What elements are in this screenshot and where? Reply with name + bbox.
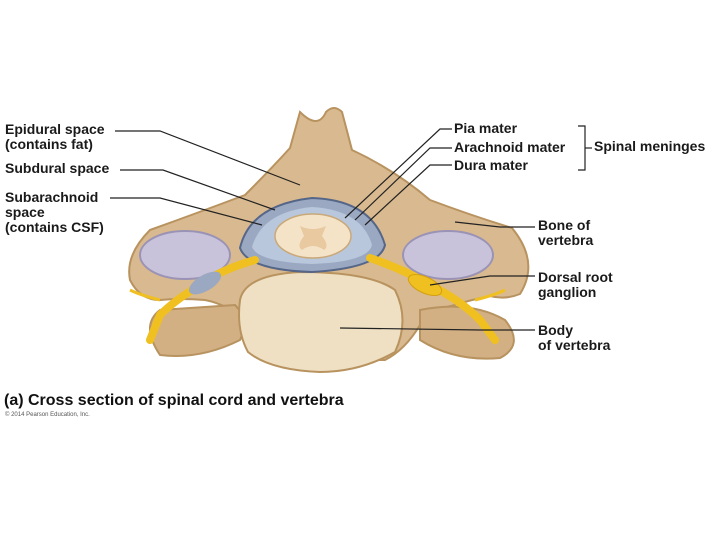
- nerve-branch-left: [129, 288, 161, 302]
- copyright-notice: © 2014 Pearson Education, Inc.: [5, 412, 90, 418]
- dorsal-root-ganglion-left: [188, 271, 222, 295]
- transverse-process-right: [419, 305, 515, 360]
- figure-caption: (a) Cross section of spinal cord and ver…: [4, 392, 344, 409]
- articular-facet-right: [402, 230, 494, 280]
- nerve-branch-right: [474, 288, 506, 302]
- label-epidural-space: Epidural space (contains fat): [5, 121, 105, 152]
- label-bone-of-vertebra: Bone of vertebra: [538, 217, 594, 248]
- label-dura-mater: Dura mater: [454, 157, 528, 173]
- gray-matter: [299, 226, 327, 250]
- label-spinal-meninges: Spinal meninges: [594, 138, 706, 154]
- leader-lines: [110, 125, 592, 331]
- vertebral-body: [238, 270, 404, 374]
- dorsal-root-ganglion-right: [407, 273, 443, 297]
- label-body-of-vertebra: Body of vertebra: [538, 322, 611, 353]
- label-dorsal-root-ganglion: Dorsal root ganglion: [538, 269, 613, 300]
- label-arachnoid-mater: Arachnoid mater: [454, 139, 566, 155]
- label-pia-mater: Pia mater: [454, 120, 518, 136]
- articular-facet-left: [139, 230, 231, 280]
- label-subarachnoid-space: Subarachnoid space (contains CSF): [5, 189, 104, 235]
- label-subdural-space: Subdural space: [5, 160, 110, 176]
